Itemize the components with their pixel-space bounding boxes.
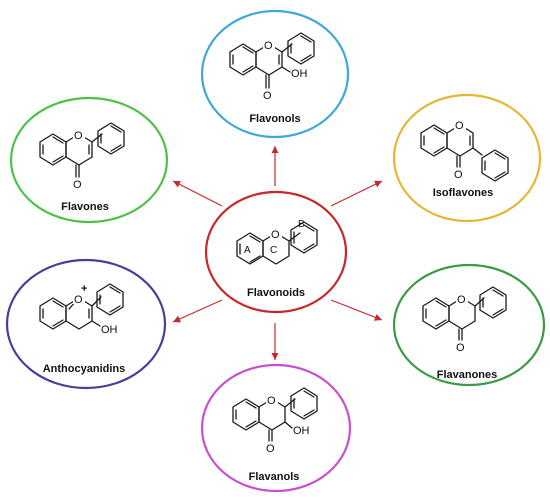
node-flavones: O O Flavones	[9, 96, 169, 224]
isoflavones-structure: O O	[420, 119, 509, 182]
flavanones-carbonyl-oxygen: O	[456, 342, 465, 354]
flavones-carbonyl-oxygen: O	[73, 179, 82, 191]
arrow-to-isoflavones	[330, 180, 383, 207]
flavonoids-structure: O A C B	[236, 219, 318, 265]
anthocyanidins-ring-oxygen: O	[74, 294, 83, 306]
anthocyanidins-positive-charge: +	[81, 283, 87, 295]
flavonols-ring-oxygen: O	[264, 40, 273, 52]
ring-label-c: C	[270, 245, 277, 256]
flavonols-hydroxyl: OH	[291, 68, 308, 80]
flavonols-structure: O O OH	[229, 32, 315, 102]
flavonols-ellipse	[200, 9, 350, 139]
isoflavones-ring-oxygen: O	[455, 120, 464, 132]
ring-label-b: B	[298, 219, 305, 230]
arrow-to-flavanones	[330, 299, 383, 321]
node-flavonoids: O A C B Flavonoids	[204, 190, 348, 314]
flavanols-hydroxyl: OH	[293, 425, 310, 437]
flavanols-ring-oxygen: O	[267, 395, 276, 407]
node-isoflavones: O O Isoflavones	[392, 93, 542, 223]
arrows	[172, 146, 383, 360]
arrow-to-flavones	[172, 180, 223, 207]
flavonoids-oxygen: O	[271, 229, 280, 241]
flavanones-label: Flavanones	[437, 369, 498, 381]
flavonols-carbonyl-oxygen: O	[263, 90, 272, 102]
isoflavones-label: Isoflavones	[433, 187, 494, 199]
isoflavones-carbonyl-oxygen: O	[454, 169, 463, 181]
flavanones-ring-oxygen: O	[457, 294, 466, 306]
flavanols-label: Flavanols	[249, 471, 300, 483]
anthocyanidins-hydroxyl: OH	[101, 324, 118, 336]
node-flavanols: O O OH Flavanols	[200, 363, 352, 493]
node-anthocyanidins: O + OH Anthocyanidins	[5, 258, 167, 390]
ring-label-a: A	[244, 245, 251, 256]
flavonoids-ellipse	[204, 190, 348, 314]
node-flavanones: O O Flavanones	[392, 263, 546, 387]
anthocyanidins-structure: O + OH	[39, 283, 124, 336]
node-flavonols: O O OH Flavonols	[200, 9, 350, 139]
isoflavones-ellipse	[392, 93, 542, 223]
flavones-label: Flavones	[61, 201, 109, 213]
flavones-structure: O O	[39, 122, 125, 191]
flavanones-structure: O O	[422, 286, 507, 354]
flavones-ring-oxygen: O	[74, 130, 83, 142]
flavanols-carbonyl-oxygen: O	[266, 443, 275, 455]
arrow-to-anthocyanidins	[172, 299, 223, 323]
flavanols-structure: O O OH	[232, 387, 318, 455]
flavonols-label: Flavonols	[249, 113, 300, 125]
flavones-ellipse	[9, 96, 169, 224]
flavonoids-label: Flavonoids	[247, 287, 305, 299]
anthocyanidins-label: Anthocyanidins	[43, 363, 126, 375]
